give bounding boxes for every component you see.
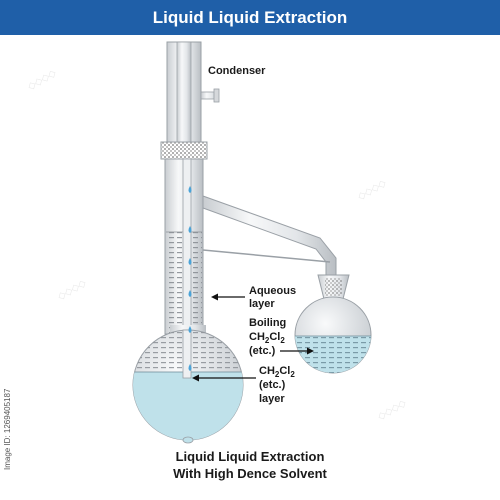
caption-line2: With High Dence Solvent: [173, 466, 327, 481]
ch2cl2-callout: CH2Cl2 (etc.) layer: [192, 365, 295, 405]
boiling-callout: Boiling CH2Cl2 (etc.): [249, 317, 314, 357]
ch2cl2-label-line2: (etc.): [259, 379, 286, 391]
svg-text:◇◇◇◇: ◇◇◇◇: [56, 278, 88, 303]
title-bar: Liquid Liquid Extraction: [0, 0, 500, 35]
condenser-label: Condenser: [208, 65, 266, 77]
svg-text:◇◇◇◇: ◇◇◇◇: [376, 398, 408, 423]
boiling-label-line3: (etc.): [249, 345, 276, 357]
boiling-flask: [132, 325, 244, 444]
svg-text:◇◇◇◇: ◇◇◇◇: [26, 68, 58, 93]
extraction-column: [164, 158, 204, 380]
aqueous-label-line2: layer: [249, 298, 275, 310]
image-id-text: Image ID: 1269405187: [3, 388, 12, 470]
receiving-flask: [294, 274, 372, 374]
aqueous-label-line1: Aqueous: [249, 285, 296, 297]
page-title: Liquid Liquid Extraction: [152, 7, 348, 27]
condenser: [166, 41, 220, 143]
sintered-frit: [160, 141, 208, 160]
caption-line1: Liquid Liquid Extraction: [176, 449, 325, 464]
ch2cl2-label-formula: CH2Cl2: [259, 365, 295, 379]
side-arm: [202, 195, 337, 276]
boiling-label-line1: Boiling: [249, 317, 286, 329]
aqueous-callout: Aqueous layer: [211, 285, 296, 310]
svg-text:◇◇◇◇: ◇◇◇◇: [356, 178, 388, 203]
solvent-droplets: [188, 186, 192, 371]
boiling-label-formula: CH2Cl2: [249, 331, 285, 345]
ch2cl2-label-line3: layer: [259, 393, 285, 405]
